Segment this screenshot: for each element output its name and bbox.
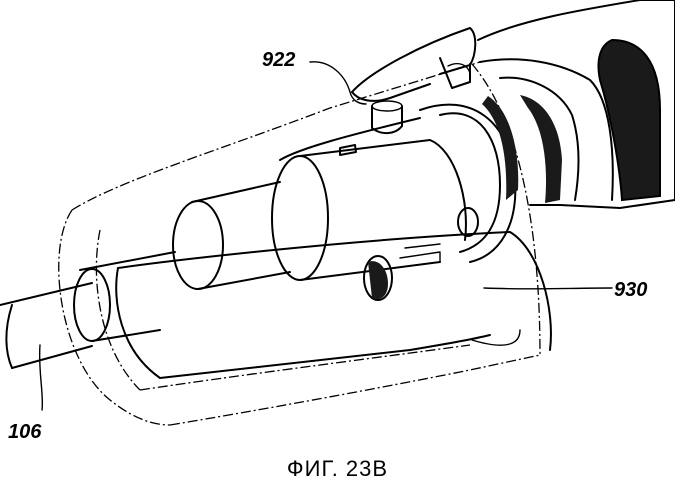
leader-930 (484, 288, 612, 289)
latch-922 (352, 28, 475, 133)
inner-shaft-assembly (74, 96, 518, 341)
ref-label-106: 106 (8, 421, 42, 443)
handle-groove (520, 95, 562, 203)
ref-label-922: 922 (262, 49, 295, 71)
leader-106 (40, 345, 43, 410)
figure-caption: ФИГ. 23B (0, 456, 675, 482)
ref-label-930: 930 (614, 279, 647, 301)
shroud-sleeve (116, 232, 551, 378)
